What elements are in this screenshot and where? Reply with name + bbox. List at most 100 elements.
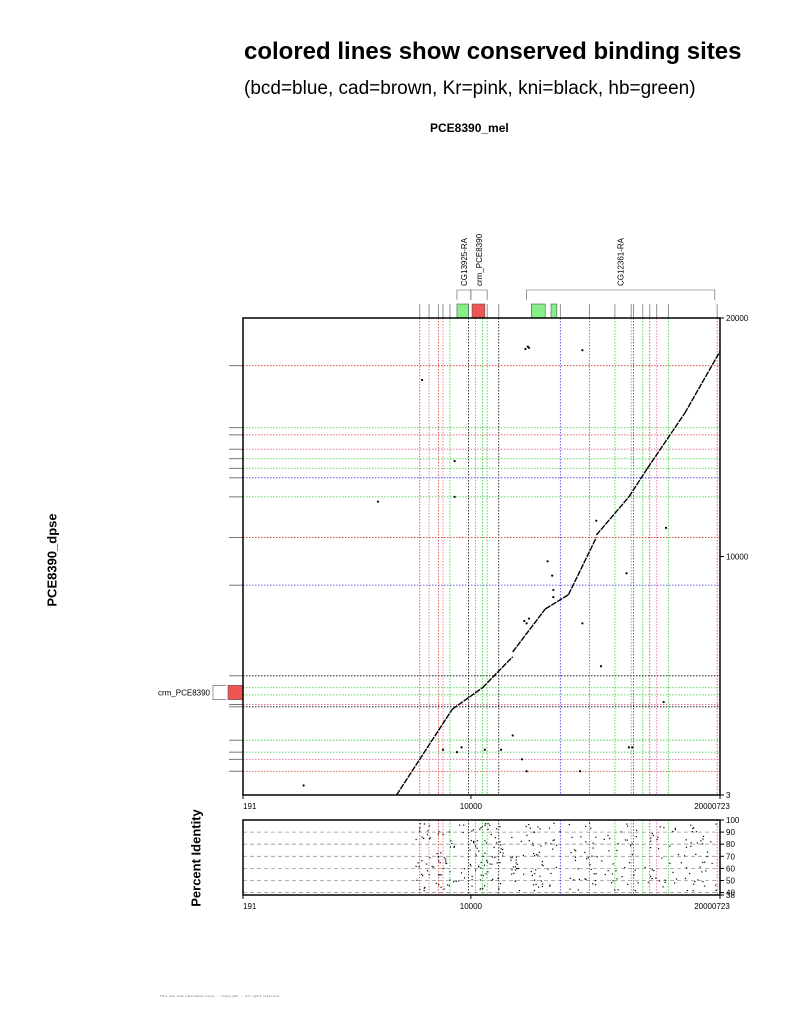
- dot-point: [552, 588, 555, 592]
- pid-point: [649, 847, 652, 849]
- pid-point: [704, 885, 706, 887]
- pid-point: [585, 878, 587, 881]
- dot-point: [631, 746, 634, 749]
- dot-point: [664, 526, 668, 530]
- pid-point: [702, 838, 704, 840]
- pid-point: [419, 830, 421, 832]
- pid-point: [443, 867, 445, 869]
- pid-point: [538, 851, 541, 853]
- pid-point: [588, 822, 591, 824]
- pid-point: [512, 866, 515, 868]
- pid-point: [587, 857, 589, 859]
- pid-point: [458, 824, 461, 826]
- pid-point: [611, 882, 613, 884]
- pid-point: [510, 857, 512, 859]
- y-tick-label: 3: [726, 791, 731, 800]
- y-tick-label: 20000: [726, 314, 749, 323]
- footer-note: This plot was calculated using ... Copyr…: [160, 994, 281, 998]
- pid-point: [702, 881, 704, 883]
- pid-point: [440, 886, 442, 888]
- main-plot-frame: [242, 317, 721, 796]
- pid-point: [616, 878, 618, 880]
- pid-point: [443, 888, 445, 890]
- pid-point: [532, 844, 534, 846]
- pid-point: [427, 830, 429, 832]
- pid-point: [445, 858, 447, 860]
- pid-point: [650, 837, 652, 839]
- pid-point: [485, 873, 487, 875]
- top-annotation-bracket: [456, 289, 472, 300]
- pid-point: [513, 872, 515, 874]
- pid-point: [596, 856, 598, 858]
- pid-point: [515, 856, 518, 858]
- pid-point: [702, 835, 705, 838]
- top-annotation-label: CG13925-RA: [460, 237, 469, 286]
- pid-point: [474, 845, 477, 847]
- pid-point: [612, 863, 614, 865]
- pid-point: [624, 839, 627, 841]
- pid-point: [469, 849, 471, 851]
- pid-point: [495, 828, 498, 830]
- pid-point: [499, 851, 501, 853]
- pid-point: [574, 859, 577, 862]
- pid-point: [491, 879, 493, 881]
- pid-point: [616, 849, 618, 852]
- pid-point: [518, 889, 521, 892]
- pid-point: [535, 883, 537, 886]
- dot-point: [302, 784, 305, 787]
- pid-point: [428, 825, 430, 827]
- pid-point: [515, 859, 517, 861]
- pid-point: [690, 842, 692, 844]
- pid-point: [470, 865, 472, 867]
- pid-point: [484, 852, 486, 854]
- pid-point: [416, 879, 418, 881]
- pid-point: [500, 844, 502, 846]
- pid-point: [689, 872, 691, 875]
- pid-point: [695, 853, 697, 856]
- pid-point: [480, 827, 482, 829]
- top-gene-box: [550, 303, 558, 319]
- alignment-segment: [628, 467, 649, 498]
- pid-point: [652, 834, 654, 837]
- pid-point: [439, 874, 441, 876]
- pid-point: [534, 873, 536, 875]
- page-title: colored lines show conserved binding sit…: [244, 38, 742, 65]
- pid-point: [621, 876, 623, 878]
- pid-point: [433, 866, 435, 868]
- pid-point: [445, 862, 447, 864]
- pid-point: [499, 825, 501, 828]
- pid-point: [615, 870, 617, 872]
- alignment-segment: [684, 351, 721, 414]
- pid-point: [491, 863, 493, 865]
- pid-point: [499, 841, 501, 843]
- pid-point: [435, 882, 437, 884]
- pid-point: [476, 847, 478, 849]
- pid-point: [535, 869, 537, 871]
- pid-point: [541, 885, 544, 888]
- pid-point: [653, 870, 655, 872]
- alignment-segment: [646, 413, 686, 469]
- dot-point: [520, 758, 524, 761]
- dot-point: [581, 622, 584, 625]
- pid-point: [533, 852, 535, 855]
- pid-point: [715, 823, 717, 825]
- pid-point: [674, 827, 676, 829]
- pid-point: [437, 855, 439, 858]
- pid-point: [455, 880, 457, 883]
- dot-point: [578, 770, 582, 773]
- pid-point: [585, 825, 587, 828]
- pid-point: [669, 862, 671, 865]
- pid-point: [525, 825, 527, 828]
- pid-point: [437, 874, 440, 876]
- pid-point: [710, 841, 712, 843]
- pid-y-tick-label: 80: [726, 840, 735, 849]
- dot-point: [441, 748, 445, 751]
- pid-point: [533, 831, 536, 833]
- pid-point: [691, 830, 693, 833]
- dot-point: [523, 619, 526, 623]
- pid-point: [511, 869, 513, 871]
- pid-point: [484, 824, 486, 826]
- pid-point: [496, 842, 498, 844]
- pid-point: [635, 836, 637, 838]
- pid-point: [545, 842, 547, 844]
